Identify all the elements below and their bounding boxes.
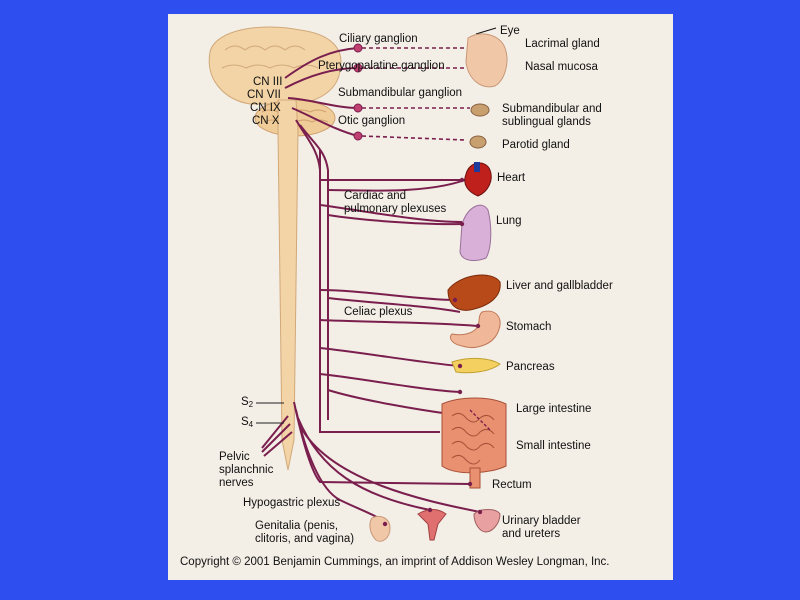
submandibular-ganglion-dot [353, 103, 363, 113]
stomach-icon [449, 310, 501, 348]
heart-label: Heart [497, 172, 526, 184]
lung-label: Lung [496, 215, 522, 227]
s4-label: S4 [241, 416, 254, 429]
parotid-gland-label: Parotid gland [502, 139, 570, 151]
pancreas-icon [451, 357, 501, 374]
nasal-mucosa-label: Nasal mucosa [525, 61, 598, 73]
sacral-fibers [261, 401, 481, 525]
rectum-label: Rectum [492, 479, 532, 491]
urinary-bladder-label-1: Urinary bladder [502, 515, 581, 527]
vagus-nerve-branches [319, 150, 479, 433]
stomach-label: Stomach [506, 321, 552, 333]
pelvic-splanchnic-label-2: splanchnic [219, 464, 274, 476]
s2-label: S2 [241, 396, 254, 409]
cn-ix-label: CN IX [250, 102, 281, 114]
large-intestine-label: Large intestine [516, 403, 592, 415]
otic-ganglion-dot [353, 131, 363, 141]
lung-icon [459, 204, 492, 261]
spinal-cord [277, 99, 299, 471]
ciliary-ganglion-label: Ciliary ganglion [339, 33, 418, 45]
bladder-icon [473, 509, 501, 533]
pancreas-label: Pancreas [506, 361, 555, 373]
hypogastric-plexus-label: Hypogastric plexus [243, 497, 341, 509]
copyright-text: Copyright © 2001 Benjamin Cummings, an i… [180, 556, 610, 568]
intestine-icon [441, 397, 507, 474]
heart-icon [464, 162, 492, 197]
pelvic-splanchnic-label-3: nerves [219, 477, 254, 489]
celiac-plexus-label: Celiac plexus [344, 306, 413, 318]
pterygopalatine-ganglion-label: Pterygopalatine ganglion [318, 60, 445, 72]
small-intestine-label: Small intestine [516, 440, 591, 452]
submandibular-glands-label-1: Submandibular and [502, 103, 602, 115]
genitalia-label-2: clitoris, and vagina) [255, 533, 355, 545]
urinary-bladder-label-2: and ureters [502, 528, 561, 540]
cn-iii-label: CN III [253, 76, 283, 88]
cardiac-plexus-label-1: Cardiac and [344, 190, 407, 202]
ganglia [353, 43, 363, 141]
parotid-gland-icon [469, 135, 487, 149]
postganglionic-fibers [361, 47, 476, 141]
submandibular-glands-label-2: sublingual glands [502, 116, 591, 128]
cn-x-label: CN X [252, 115, 280, 127]
nerve-endings [382, 177, 483, 527]
eye-label: Eye [500, 25, 520, 37]
cardiac-plexus-label-2: pulmonary plexuses [344, 203, 447, 215]
genitalia-label-1: Genitalia (penis, [255, 520, 339, 532]
submandibular-ganglion-label: Submandibular ganglion [338, 87, 463, 99]
sacral-lines [256, 402, 284, 424]
liver-label: Liver and gallbladder [506, 280, 613, 292]
face-icon [465, 33, 508, 88]
liver-icon [447, 274, 501, 311]
pelvic-splanchnic-label-1: Pelvic [219, 451, 250, 463]
submandibular-gland-icon [470, 103, 490, 117]
cn-vii-label: CN VII [247, 89, 281, 101]
otic-ganglion-label: Otic ganglion [338, 115, 406, 127]
lacrimal-gland-label: Lacrimal gland [525, 38, 600, 50]
rectum-icon [469, 467, 481, 489]
genitalia-icon [369, 509, 447, 542]
